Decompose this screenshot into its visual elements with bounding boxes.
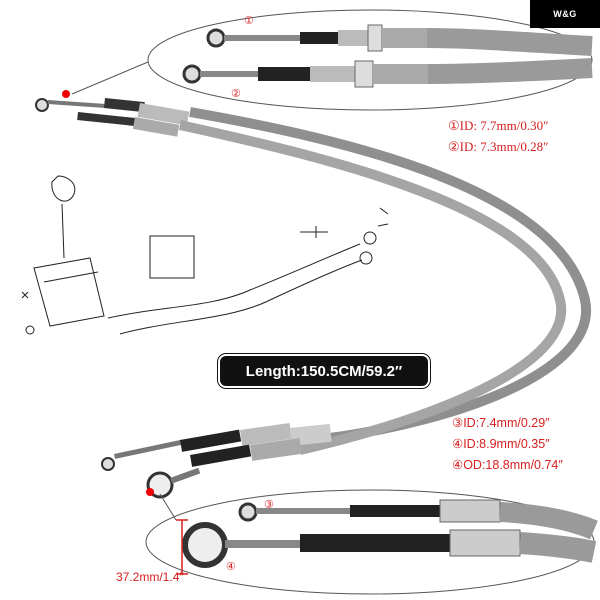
callout-4-bottom: ④ [226,561,236,573]
spec-bottom-3: ③ID:7.4mm/0.29″ [452,416,550,430]
spec-bottom-4-od: ④OD:18.8mm/0.74″ [452,458,563,472]
length-badge: Length:150.5CM/59.2″ [220,356,428,386]
spec-top-1: ①ID: 7.7mm/0.30″ [448,118,549,133]
shifter-diagram [21,175,389,335]
callout-2-top: ② [231,88,241,100]
spec-top-2: ②ID: 7.3mm/0.28″ [448,139,549,154]
red-marker-top [62,90,70,98]
top-cable-1 [206,24,593,56]
bottom-cable-4 [182,522,597,568]
spec-bottom-4-id: ④ID:8.9mm/0.35″ [452,437,550,451]
bottom-leader-line [159,493,177,521]
bottom-cable-3 [238,499,598,540]
red-marker-bottom [146,488,154,496]
brand-logo: W&G [530,0,600,28]
dimension-label: 37.2mm/1.4″ [116,570,184,584]
top-cable-2 [182,58,593,88]
callout-1-top: ① [244,15,254,27]
top-leader-line [71,61,149,95]
main-cables [35,97,592,499]
callout-3-bottom: ③ [264,499,274,511]
